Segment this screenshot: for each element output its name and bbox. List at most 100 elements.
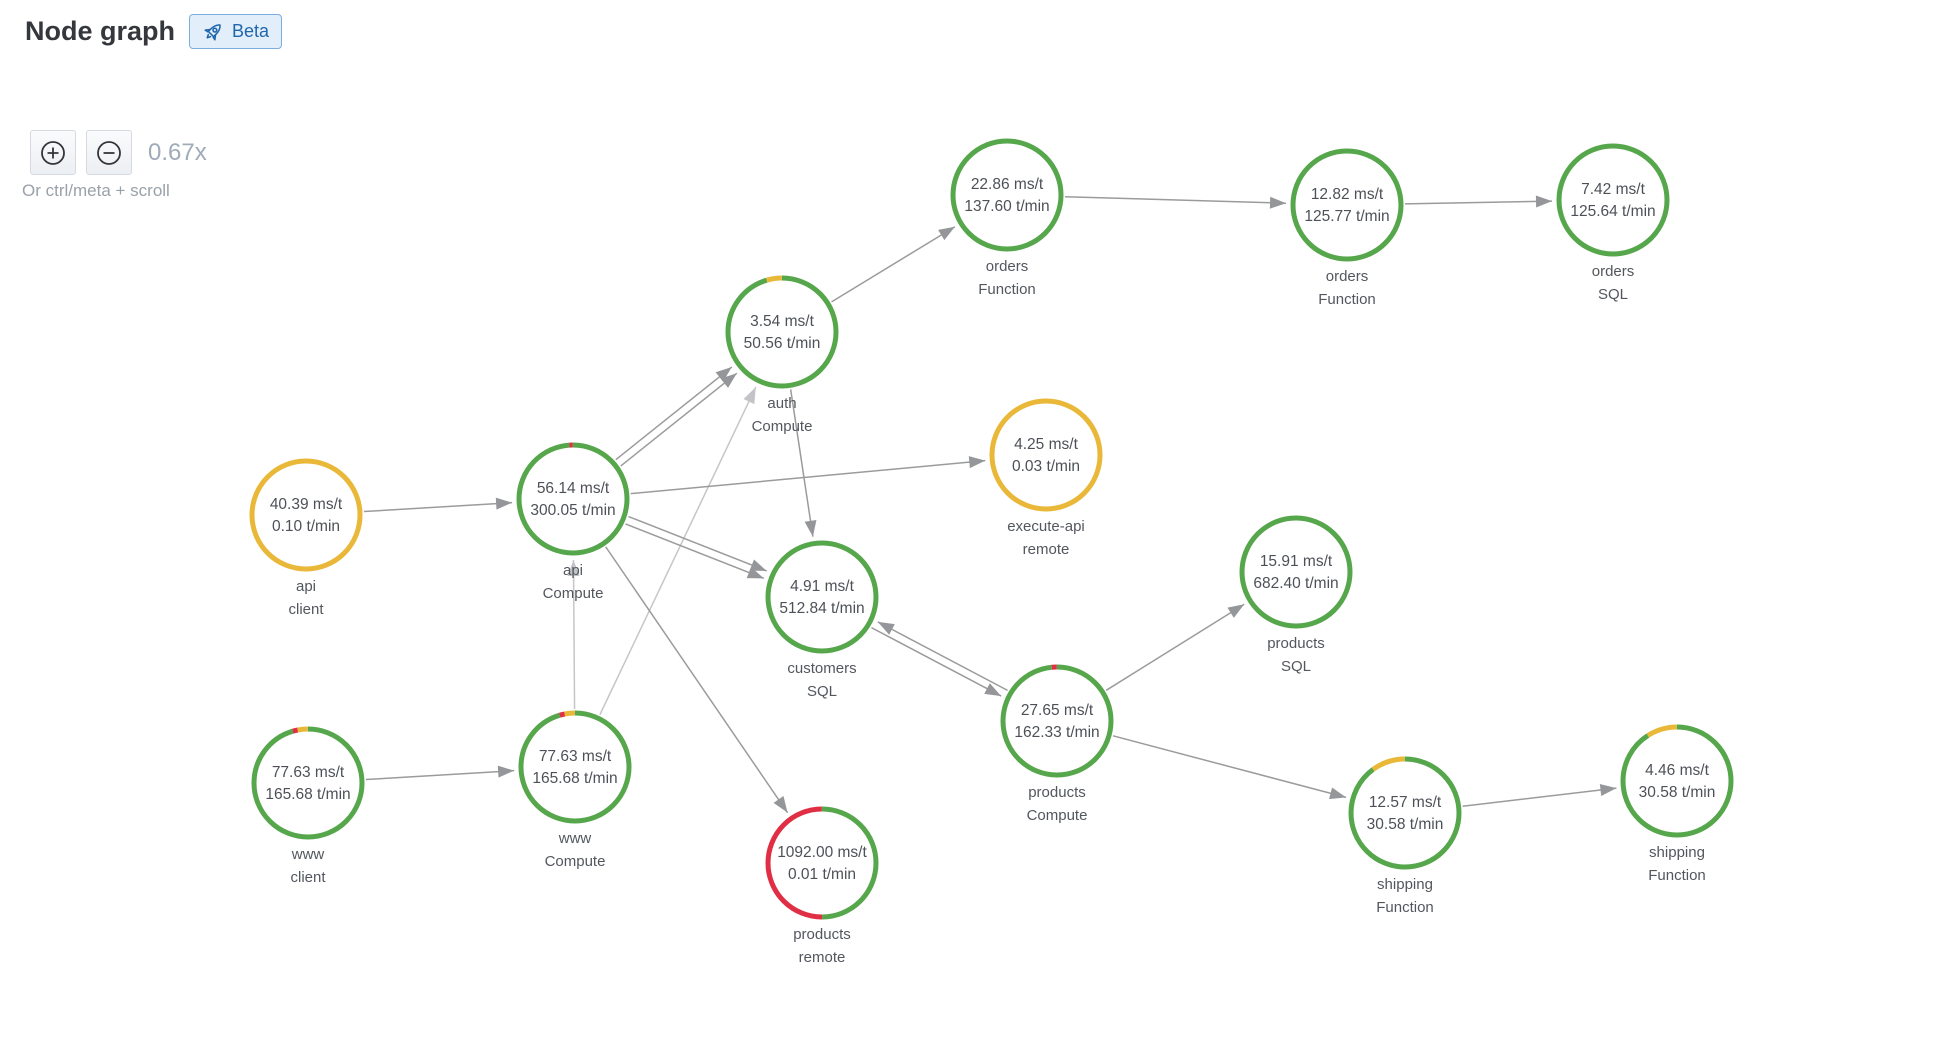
- node-ring-arc: [1239, 515, 1353, 629]
- node-ring-arc: [950, 138, 1064, 252]
- node-stat-secondary: 125.77 t/min: [1304, 208, 1389, 225]
- node-subtitle: client: [288, 601, 324, 618]
- node-ring: [950, 138, 1064, 252]
- node-title: orders: [1326, 268, 1369, 285]
- node-body: [728, 278, 836, 386]
- graph-edge-products-compute-to-products-sql: [1105, 603, 1245, 691]
- node-body: [768, 543, 876, 651]
- node-subtitle: SQL: [807, 683, 837, 700]
- graph-edge-api-compute-to-auth-compute: [620, 372, 738, 467]
- node-stat-secondary: 162.33 t/min: [1014, 724, 1099, 741]
- node-ring: [1239, 515, 1353, 629]
- node-title: products: [1267, 635, 1325, 652]
- node-subtitle: Compute: [543, 585, 604, 602]
- node-title: products: [793, 926, 851, 943]
- zoom-out-button[interactable]: [86, 130, 132, 175]
- node-stat-primary: 77.63 ms/t: [539, 748, 612, 765]
- node-stat-secondary: 165.68 t/min: [532, 770, 617, 787]
- graph-edge-shipping-function-1-to-shipping-function-2: [1462, 784, 1617, 807]
- node-title: shipping: [1649, 844, 1705, 861]
- graph-edge-api-compute-to-execute-api-remote: [630, 456, 986, 495]
- node-stat-secondary: 30.58 t/min: [1639, 784, 1716, 801]
- node-subtitle: Function: [1648, 867, 1706, 884]
- node-ring: [249, 458, 363, 572]
- zoom-controls: 0.67x: [30, 130, 207, 175]
- node-ring: [1620, 724, 1734, 838]
- node-stat-secondary: 0.01 t/min: [788, 866, 856, 883]
- node-subtitle: Compute: [1027, 807, 1088, 824]
- node-stat-primary: 77.63 ms/t: [272, 764, 345, 781]
- zoom-hint-text: Or ctrl/meta + scroll: [22, 181, 170, 200]
- node-body: [1242, 518, 1350, 626]
- node-body: [1003, 667, 1111, 775]
- graph-edge-api-client-to-api-compute: [363, 497, 513, 513]
- node-ring-arc: [516, 442, 630, 556]
- node-ring: [1348, 756, 1462, 870]
- node-ring-arc: [518, 710, 632, 824]
- node-title: api: [563, 562, 583, 579]
- node-body: [992, 401, 1100, 509]
- node-stat-primary: 3.54 ms/t: [750, 313, 814, 330]
- node-ring: [1290, 148, 1404, 262]
- beta-badge-label: Beta: [232, 21, 270, 41]
- node-stat-secondary: 137.60 t/min: [964, 198, 1049, 215]
- node-subtitle: SQL: [1598, 286, 1628, 303]
- node-ring: [989, 398, 1103, 512]
- node-title: api: [296, 578, 316, 595]
- node-stat-primary: 56.14 ms/t: [537, 480, 610, 497]
- node-stat-primary: 1092.00 ms/t: [777, 844, 867, 861]
- node-title: execute-api: [1007, 518, 1085, 535]
- beta-badge[interactable]: Beta: [189, 14, 283, 49]
- node-body: [1623, 727, 1731, 835]
- graph-edge-www-client-to-www-compute: [365, 765, 515, 781]
- node-stat-primary: 27.65 ms/t: [1021, 702, 1094, 719]
- node-ring-arc: [1348, 756, 1462, 870]
- graph-edge-orders-function-1-to-orders-function-2: [1064, 195, 1287, 209]
- graph-node-products-remote[interactable]: 1092.00 ms/t 0.01 t/min products remote: [765, 806, 879, 966]
- node-title: customers: [787, 660, 856, 677]
- node-body: [768, 809, 876, 917]
- node-body: [254, 729, 362, 837]
- node-ring: [765, 806, 879, 920]
- node-ring: [516, 442, 630, 556]
- node-subtitle: remote: [1023, 541, 1070, 558]
- node-ring: [1556, 143, 1670, 257]
- node-subtitle: Compute: [545, 853, 606, 870]
- graph-edge-www-compute-to-api-compute: [567, 559, 580, 710]
- node-stat-secondary: 30.58 t/min: [1367, 816, 1444, 833]
- node-stat-primary: 22.86 ms/t: [971, 176, 1044, 193]
- node-body: [1351, 759, 1459, 867]
- node-title: www: [291, 846, 325, 863]
- graph-edge-customers-sql-to-products-compute: [871, 626, 1002, 697]
- zoom-in-button[interactable]: [30, 130, 76, 175]
- panel-title: Node graph: [25, 16, 176, 46]
- node-body: [953, 141, 1061, 249]
- node-ring-arc: [1290, 148, 1404, 262]
- node-body: [521, 713, 629, 821]
- graph-edge-api-compute-to-customers-sql: [625, 523, 765, 580]
- node-ring: [725, 275, 839, 389]
- graph-edge-api-compute-to-auth-compute: [615, 366, 733, 461]
- node-subtitle: SQL: [1281, 658, 1311, 675]
- node-ring-arc: [1620, 724, 1734, 838]
- node-body: [519, 445, 627, 553]
- graph-edge-www-compute-to-auth-compute: [599, 386, 757, 715]
- node-subtitle: client: [290, 869, 326, 886]
- node-subtitle: remote: [799, 949, 846, 966]
- node-title: orders: [986, 258, 1029, 275]
